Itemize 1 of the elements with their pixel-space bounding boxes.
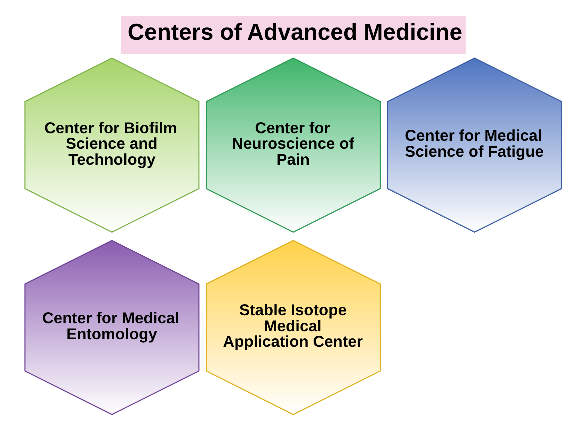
diagram-title: Centers of Advanced Medicine (127, 19, 462, 46)
